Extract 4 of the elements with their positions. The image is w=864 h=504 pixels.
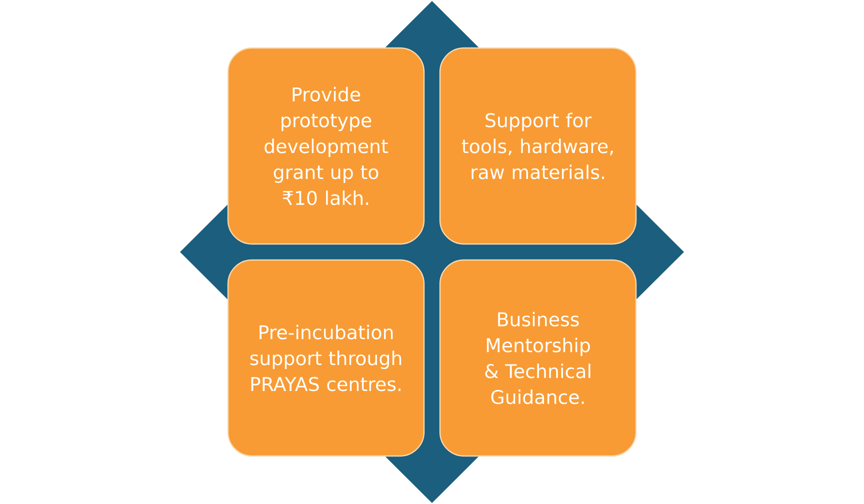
- text-box: Pre-incubation support through PRAYAS centres.: [227, 259, 425, 457]
- text-box: Provide prototype development grant up to ₹10 lakh.: [227, 47, 425, 245]
- text-box: Business Mentorship & Technical Guidance.: [439, 259, 637, 457]
- text-box: Support for tools, hardware, raw materials.: [439, 47, 637, 245]
